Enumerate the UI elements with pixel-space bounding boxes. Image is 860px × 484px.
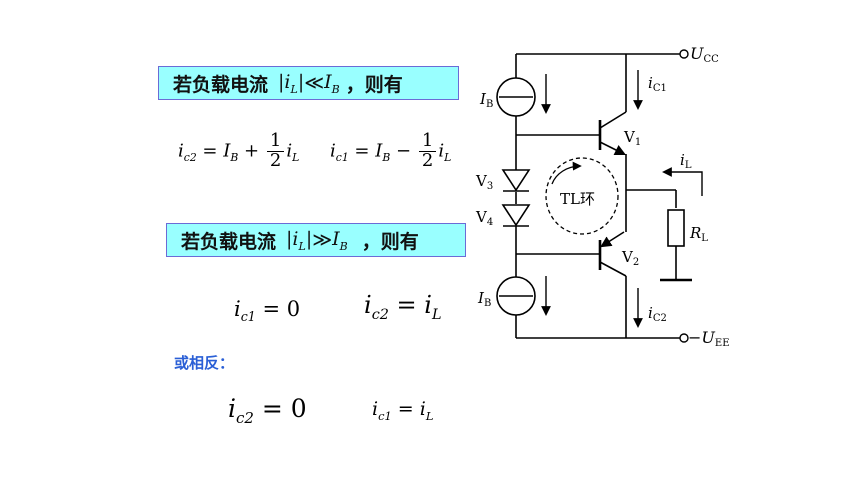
ib-top-label: B [486,99,493,110]
equation-ic2-zero: ic2 = 0 [228,394,307,427]
svg-text:V3: V3 [475,172,493,192]
condition-text-suffix: ，则有 [361,230,419,253]
equation-ic1-zero: ic1 = 0 [234,297,301,325]
uee-label: EE [715,338,730,349]
svg-text:V2: V2 [621,248,639,268]
much-less-symbol: ≪ [304,72,325,94]
svg-text:IB: IB [477,289,491,309]
tl-loop-ellipse [545,157,619,235]
diode-v3 [501,169,531,192]
v4-label: 4 [487,217,493,228]
il-arrow [662,167,703,196]
condition-text-suffix: ，则有 [345,73,403,96]
v3-label: 3 [487,181,493,192]
ucc-label: CC [703,54,719,65]
condition-box-small-load: 若负载电流 |iL| ≪ IB ，则有 [158,66,459,100]
il-label: L [685,160,692,171]
svg-text:iC1: iC1 [648,74,667,94]
current-source-bottom [496,276,536,316]
current-source-top [496,77,536,117]
ic2-label: C2 [653,313,667,324]
svg-text:V1: V1 [623,128,641,148]
v2-label: 2 [633,257,639,268]
svg-text:iC2: iC2 [648,304,667,324]
condition-box-large-load: 若负载电流 |iL| ≫ IB ，则有 [166,223,466,257]
uee-terminal [679,333,689,343]
svg-text:UCC: UCC [690,44,719,65]
ib-bottom-label: B [484,298,491,309]
tl-loop-label: TL环 [560,190,595,208]
equation-ic1-il: ic1 = iL [372,398,434,423]
v1-label: 1 [635,137,641,148]
svg-text:V4: V4 [475,208,493,228]
condition-text-prefix: 若负载电流 [181,230,277,253]
svg-text:iL: iL [680,151,692,171]
tl-loop-arrow [551,161,582,185]
rl-label: L [701,233,708,244]
svg-text:IB: IB [479,90,493,110]
condition-text-prefix: 若负载电流 [173,73,269,96]
ucc-terminal [679,49,689,59]
much-greater-symbol: ≫ [312,229,333,251]
ic1-label: C1 [653,83,667,94]
svg-text:−UEE: −UEE [688,328,730,349]
equation-ic2-il: ic2 = iL [364,291,442,323]
diode-v4 [501,204,531,227]
svg-text:RL: RL [689,224,708,244]
or-reverse-note: 或相反： [174,354,235,372]
